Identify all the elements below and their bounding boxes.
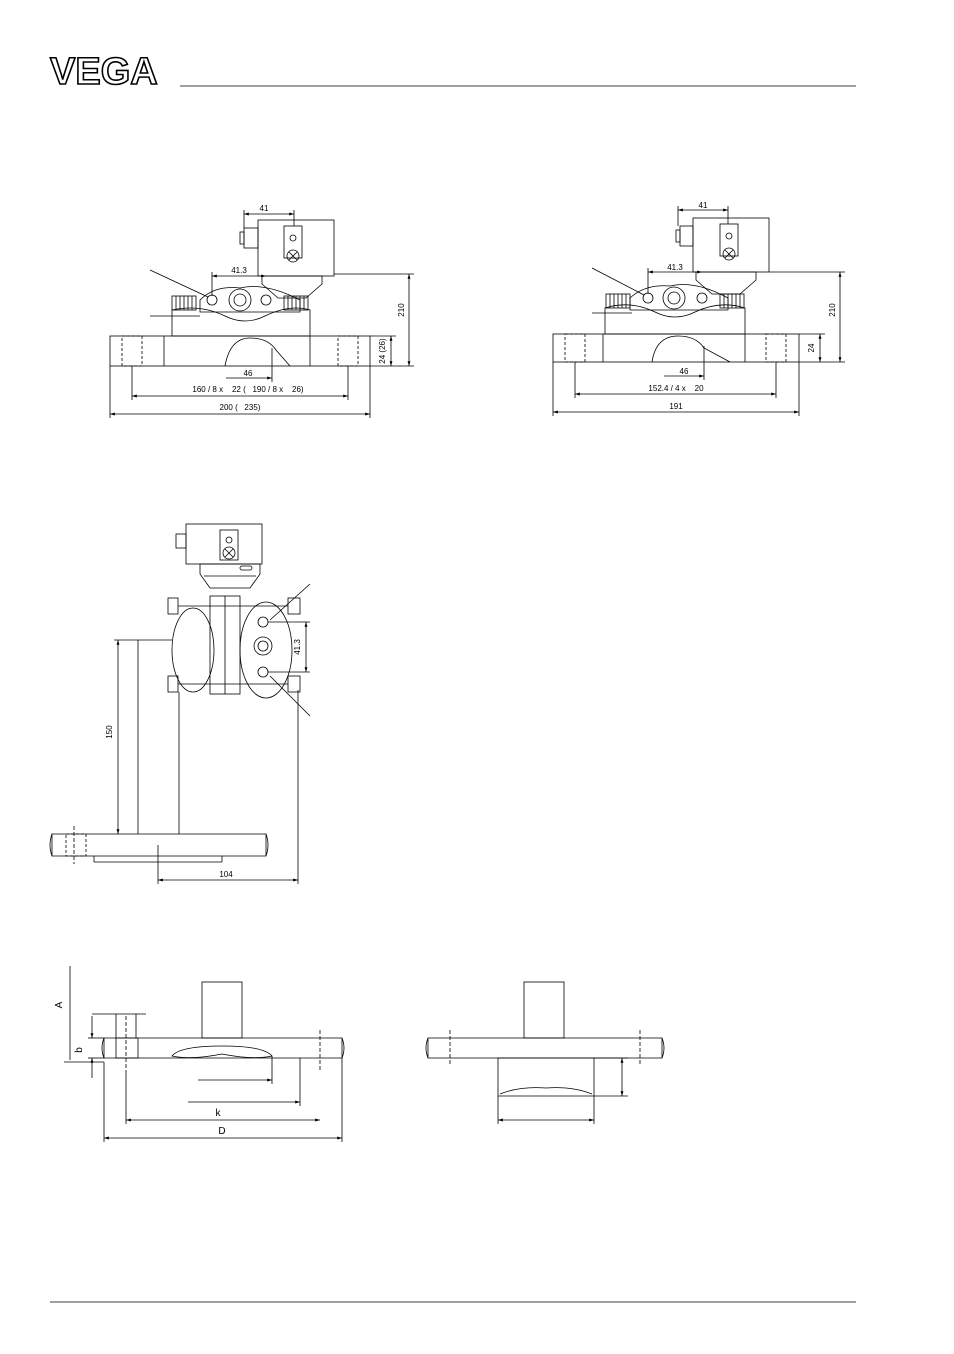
dim-104-label: 104 [219, 870, 233, 879]
bolt-nut-br [288, 676, 300, 692]
dim-46-label: 46 [244, 369, 253, 378]
vent-valve-left [643, 293, 653, 303]
bolt-nut-tr [288, 598, 300, 614]
dim-210-label: 210 [397, 303, 406, 317]
dim-bolt-circle-label: 152.4 / 4 x 20 [648, 384, 704, 393]
drawing-side-view [50, 524, 310, 884]
flange-plate [104, 1038, 342, 1058]
dim-thickness-label: 24 [807, 343, 816, 352]
drawing-flange-extension [426, 982, 664, 1124]
cable-gland [244, 228, 258, 248]
pipe-stub [524, 982, 564, 1038]
bolt-head-tl [168, 598, 178, 614]
label-b: b [74, 1047, 85, 1053]
vent-valve-left [207, 295, 217, 305]
bolt-hole-right [338, 336, 358, 366]
process-port [229, 289, 251, 311]
dim-41-label: 41 [699, 201, 708, 210]
housing-label [720, 224, 738, 256]
dim-150-label: 150 [105, 725, 114, 739]
dim-bolt-circle-label: 160 / 8 x 22 ( 190 / 8 x 26) [192, 385, 304, 394]
base-flange [52, 834, 266, 856]
transmitter-housing [258, 220, 334, 276]
vent-valve-right [697, 293, 707, 303]
transmitter-neck [262, 276, 322, 298]
dim-46-label: 46 [680, 367, 689, 376]
flange-plate [428, 1038, 662, 1058]
process-port [254, 637, 272, 655]
drawing-flange-detail [64, 966, 344, 1142]
vega-logo: VEGA [50, 51, 158, 93]
process-port [663, 287, 685, 309]
label-k: k [216, 1108, 222, 1119]
bolt-hole-right [766, 334, 786, 362]
vega-logo-text: VEGA [50, 51, 158, 93]
bolt-head-bl [168, 676, 178, 692]
label-a: A [54, 1001, 65, 1008]
dim-41-3-label: 41.3 [667, 263, 683, 272]
transmitter-housing [693, 218, 769, 272]
vent-valve-bottom [258, 667, 268, 677]
dim-210-label: 210 [828, 303, 837, 317]
cable-gland [680, 226, 693, 246]
dim-41-3-label: 41.3 [231, 266, 247, 275]
cable-gland [176, 534, 186, 548]
bolt-hole-left [565, 334, 585, 362]
vent-valve-right [261, 295, 271, 305]
housing-label [220, 530, 238, 560]
transmitter-neck [696, 272, 756, 294]
vent-valve-top [258, 617, 268, 627]
dim-thickness-label: 24 (26) [378, 338, 387, 364]
dim-outer-label: 191 [669, 402, 683, 411]
seal-face [172, 1046, 272, 1058]
label-d: D [218, 1126, 225, 1137]
pipe-stub [202, 982, 242, 1038]
housing-label [284, 226, 302, 258]
dim-41-label: 41 [260, 204, 269, 213]
dim-outer-label: 200 ( 235) [220, 403, 261, 412]
bolt-hole-left [122, 336, 142, 366]
flange-body [553, 334, 799, 362]
dim-41-3-label: 41.3 [293, 639, 302, 655]
